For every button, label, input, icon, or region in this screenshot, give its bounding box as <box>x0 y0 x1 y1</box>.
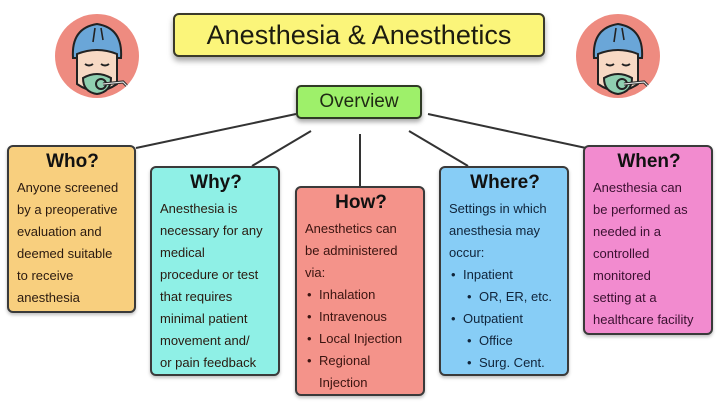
when-line: monitored <box>593 268 651 283</box>
when-card: When? Anesthesia can be performed as nee… <box>583 145 713 335</box>
where-heading: Where? <box>470 172 540 193</box>
how-line: be administered <box>305 243 398 258</box>
why-heading: Why? <box>190 172 242 193</box>
when-line: be performed as <box>593 202 688 217</box>
who-line: by a preoperative <box>17 202 118 217</box>
how-bullet: Regional Injection <box>305 350 399 394</box>
where-sub-bullet: Surg. Cent. <box>449 352 561 374</box>
who-line: evaluation and <box>17 224 102 239</box>
why-line: that requires <box>160 289 233 304</box>
where-card: Where? Settings in which anesthesia may … <box>439 166 569 376</box>
why-line: procedure or test <box>160 267 259 282</box>
why-line: medical <box>160 245 205 260</box>
how-card: How? Anesthetics can be administered via… <box>295 186 425 396</box>
how-bullet-list: Inhalation Intravenous Local Injection R… <box>305 284 417 394</box>
how-line: via: <box>305 265 326 280</box>
how-heading: How? <box>335 192 387 213</box>
overview-node: Overview <box>296 85 422 119</box>
why-line: necessary for any <box>160 223 263 238</box>
where-line: Settings in which <box>449 201 547 216</box>
where-bullet-list: Inpatient OR, ER, etc. Outpatient Office… <box>449 264 561 374</box>
patient-mask-icon-right <box>576 14 660 98</box>
how-bullet: Intravenous <box>305 306 417 328</box>
how-bullet: Inhalation <box>305 284 417 306</box>
when-line: Anesthesia can <box>593 180 682 195</box>
where-sub-bullet: Office <box>449 330 561 352</box>
how-bullet: Local Injection <box>305 328 417 350</box>
who-line: Anyone screened <box>17 180 119 195</box>
where-line: occur: <box>449 245 485 260</box>
why-line: Anesthesia is <box>160 201 238 216</box>
where-line: anesthesia may <box>449 223 541 238</box>
diagram-title: Anesthesia & Anesthetics <box>173 13 545 57</box>
when-heading: When? <box>617 151 681 172</box>
why-line: movement and/ <box>160 333 250 348</box>
when-line: controlled <box>593 246 650 261</box>
patient-mask-icon-left <box>55 14 139 98</box>
why-line: or pain feedback <box>160 355 257 370</box>
why-line: minimal patient <box>160 311 248 326</box>
who-line: deemed suitable <box>17 246 113 261</box>
who-line: anesthesia <box>17 290 80 305</box>
how-line: Anesthetics can <box>305 221 397 236</box>
why-card: Why? Anesthesia is necessary for any med… <box>150 166 280 376</box>
who-heading: Who? <box>46 151 99 172</box>
when-line: setting at a <box>593 290 657 305</box>
who-card: Who? Anyone screened by a preoperative e… <box>7 145 136 313</box>
where-bullet: Inpatient <box>449 264 561 286</box>
where-bullet: Outpatient <box>449 308 561 330</box>
who-line: to receive <box>17 268 74 283</box>
when-line: needed in a <box>593 224 661 239</box>
when-line: healthcare facility <box>593 312 694 327</box>
where-sub-bullet: OR, ER, etc. <box>449 286 561 308</box>
